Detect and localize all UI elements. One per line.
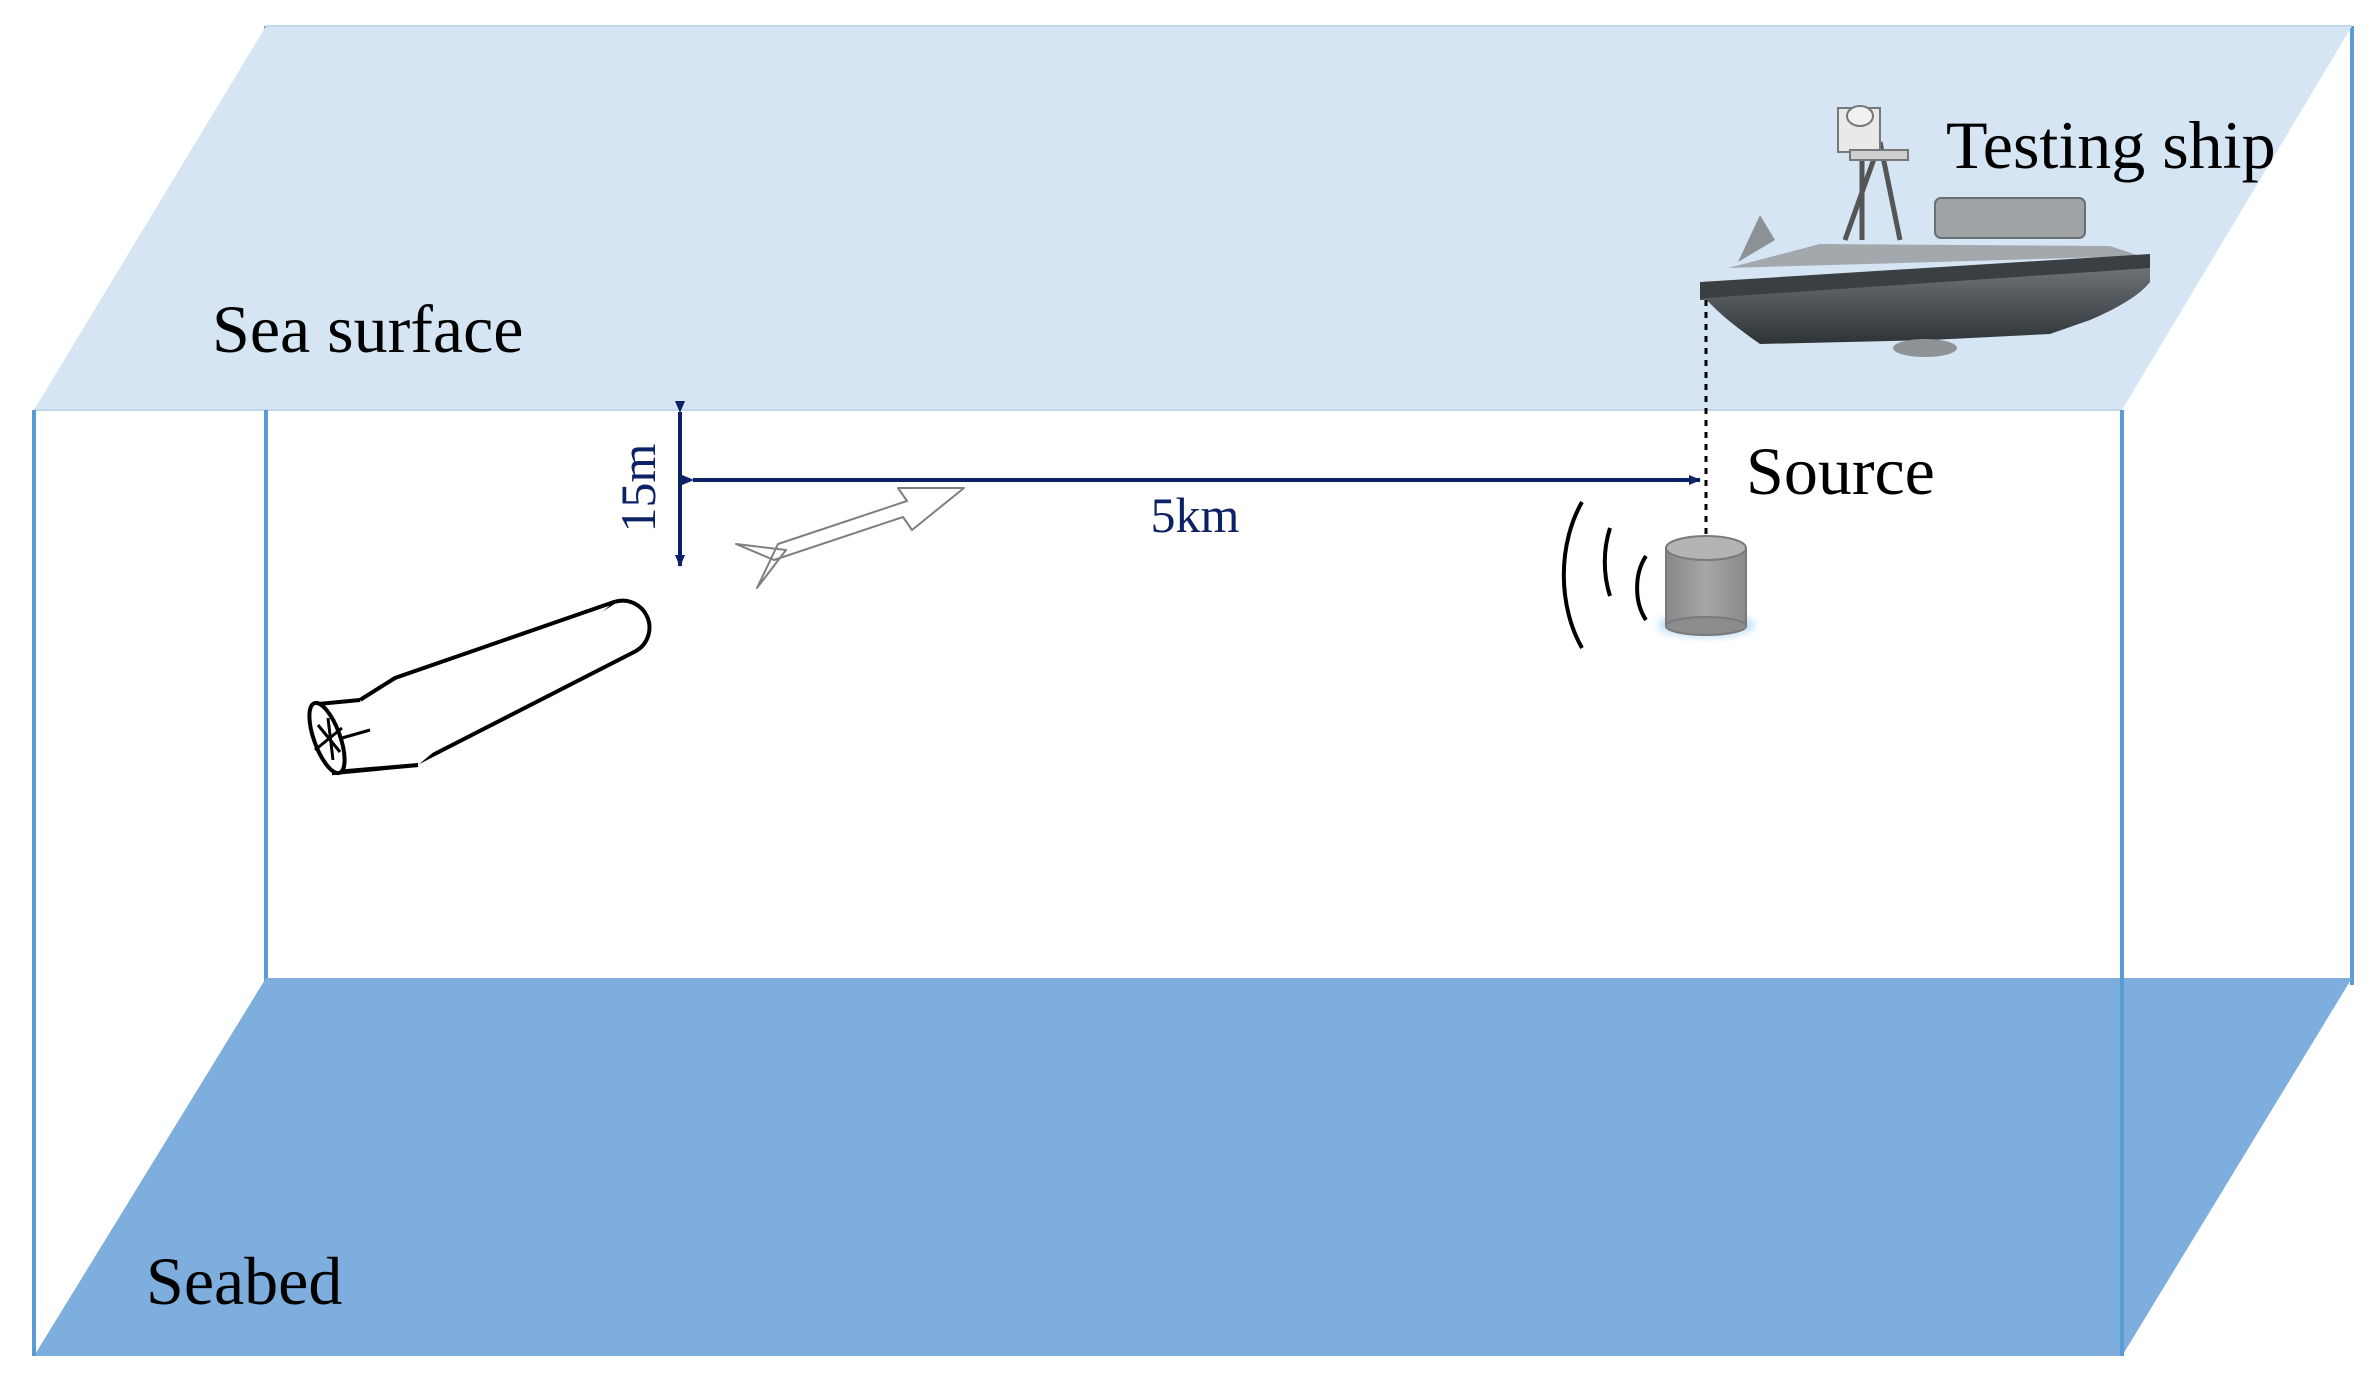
sea-surface-label: Sea surface <box>212 291 523 367</box>
sound-wave-icon <box>1561 501 1648 649</box>
testing-ship-label: Testing ship <box>1946 107 2276 183</box>
seabed-label: Seabed <box>146 1243 342 1319</box>
source-label: Source <box>1746 433 1935 509</box>
depth-dimension-label: 15m <box>610 443 666 532</box>
seabed-plane <box>34 978 2352 1356</box>
testing-ship-icon <box>1700 105 2150 357</box>
towed-vehicle-icon <box>307 598 652 776</box>
direction-arrow-icon <box>735 487 965 589</box>
acoustic-source-icon <box>1658 535 1754 637</box>
range-dimension-label: 5km <box>1151 487 1240 543</box>
